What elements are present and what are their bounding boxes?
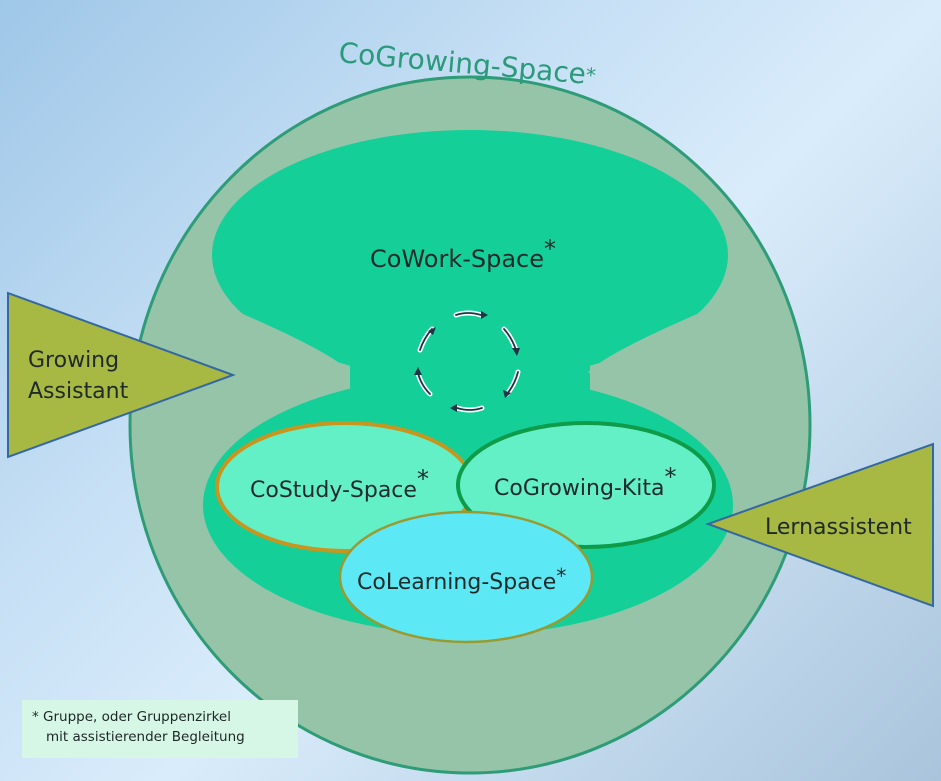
waist-notch-right bbox=[588, 300, 735, 425]
cowork-space-shape bbox=[212, 130, 728, 380]
footnote-line2: mit assistierender Begleitung bbox=[46, 729, 245, 745]
cycle-arrows-icon bbox=[414, 310, 521, 413]
costudy-space-label: CoStudy-Space* bbox=[250, 465, 429, 503]
colearning-space-ellipse bbox=[338, 510, 594, 644]
costudy-asterisk: * bbox=[417, 465, 429, 493]
colearning-space-label: CoLearning-Space* bbox=[357, 564, 566, 595]
kita-asterisk: * bbox=[665, 463, 677, 491]
lernassistent-arrow bbox=[705, 442, 934, 608]
growing-assistant-label: Growing bbox=[28, 348, 119, 373]
colearning-asterisk: * bbox=[556, 564, 566, 588]
footnote-box: * Gruppe, oder Gruppenzirkel mit assisti… bbox=[22, 700, 298, 758]
growing-assistant-arrow bbox=[7, 291, 236, 459]
footnote-line1: * Gruppe, oder Gruppenzirkel bbox=[32, 709, 231, 725]
cogrowing-kita-ellipse bbox=[456, 421, 716, 549]
lernassistent-label: Lernassistent bbox=[765, 515, 912, 540]
cowork-space-label: CoWork-Space* bbox=[370, 235, 556, 273]
cogrowing-space-asterisk: * bbox=[585, 63, 597, 88]
waist-notch-left bbox=[205, 300, 350, 420]
cogrowing-kita-label: CoGrowing-Kita* bbox=[494, 463, 677, 501]
growing-assistant-label-line2: Assistant bbox=[28, 379, 129, 404]
cowork-asterisk: * bbox=[544, 235, 556, 263]
